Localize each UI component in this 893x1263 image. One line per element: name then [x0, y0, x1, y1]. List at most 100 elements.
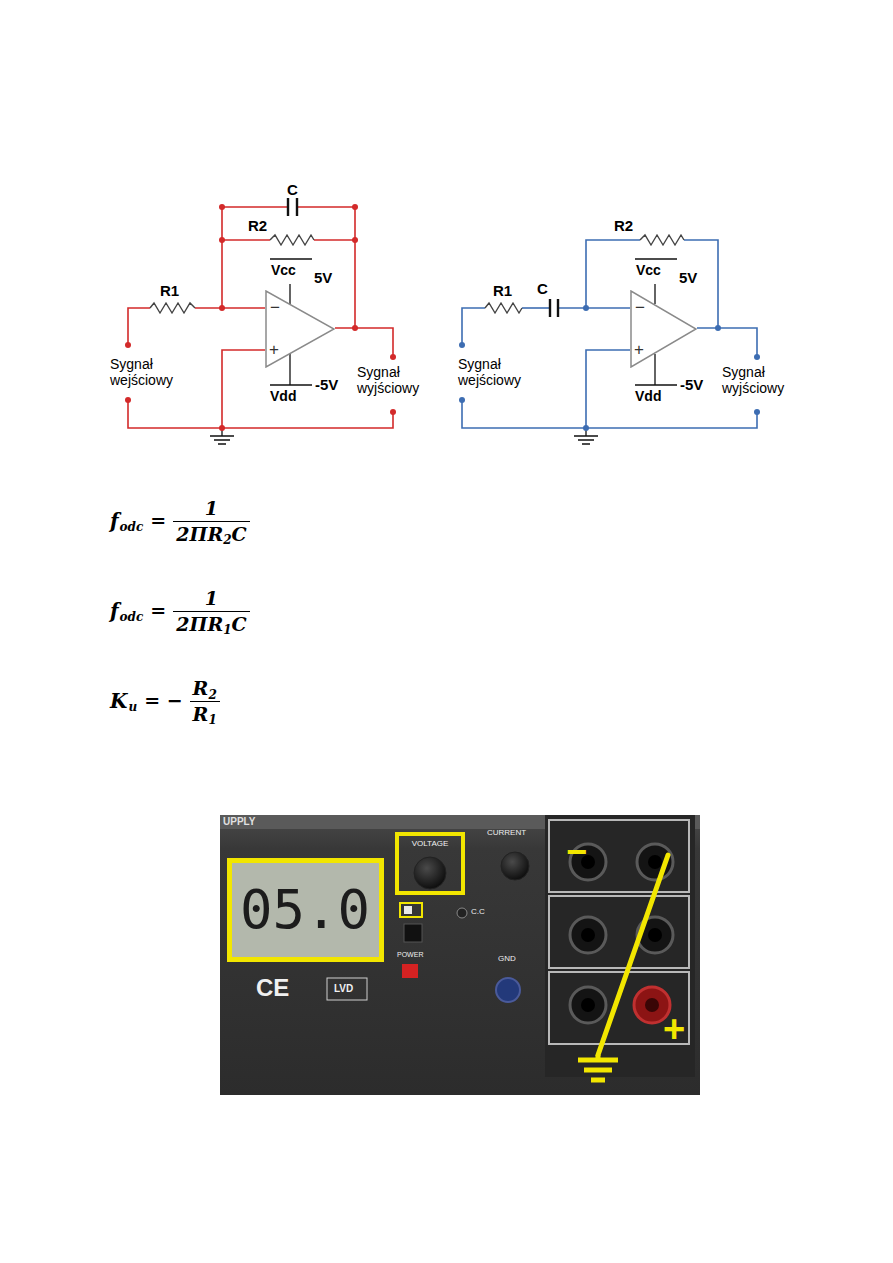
wire-group	[128, 207, 393, 428]
formula-term: 2ΠR	[176, 615, 223, 634]
capacitor-symbol	[288, 198, 297, 216]
polarity-mark: −	[566, 834, 587, 870]
wire	[462, 308, 485, 345]
logo-frame	[327, 978, 367, 1000]
component-name: R1	[160, 283, 179, 298]
supply-bar	[635, 258, 677, 259]
annotation-line	[598, 855, 668, 1055]
opamp-symbol: −+	[630, 290, 697, 368]
supply-voltage: 5V	[679, 270, 697, 285]
input-sign: −	[635, 299, 645, 316]
formula-term: R	[193, 705, 209, 724]
formula-symbol: f	[110, 601, 119, 621]
supply-name: Vdd	[270, 389, 296, 403]
terminal-dot	[125, 397, 131, 403]
supply-bar	[270, 258, 312, 259]
junction-dot	[583, 305, 589, 311]
supply-voltage: 5V	[314, 270, 332, 285]
selector-button	[404, 924, 422, 942]
formula-subscript: 1	[208, 714, 216, 726]
component-name: R2	[614, 218, 633, 233]
opamp-triangle	[266, 291, 334, 367]
junction-dot	[219, 204, 225, 210]
power-supply-photo	[220, 815, 700, 1095]
terminal-dot	[390, 409, 396, 415]
formula-subscript: u	[128, 701, 137, 713]
supply-wire	[654, 284, 655, 304]
selector-mark	[404, 906, 412, 914]
current-knob	[501, 852, 529, 880]
terminal-dot	[459, 342, 465, 348]
formula-subscript: 2	[223, 534, 231, 546]
fraction-bar	[173, 521, 249, 522]
terminal-hole	[581, 998, 595, 1012]
gnd-terminal	[496, 978, 520, 1002]
supply-name: Vdd	[635, 389, 661, 403]
ground-symbol	[578, 1055, 618, 1080]
capacitor-plate	[557, 299, 559, 317]
wire	[195, 307, 265, 309]
terminal-hole	[645, 998, 659, 1012]
opamp-symbol: −+	[265, 290, 335, 368]
component-name: R1	[493, 283, 512, 298]
supply-lines	[210, 259, 312, 444]
junction-dot	[715, 325, 721, 331]
panel-label: POWER	[397, 951, 423, 958]
supply-name: Vcc	[636, 263, 661, 277]
wire	[128, 400, 393, 428]
wire	[558, 307, 630, 309]
wire	[222, 207, 288, 308]
wire	[586, 350, 630, 428]
wire	[314, 239, 355, 241]
terminal-dot	[459, 397, 465, 403]
junction-dot	[219, 425, 225, 431]
formula-symbol: f	[110, 511, 119, 531]
input-sign: −	[270, 299, 280, 316]
resistor-symbol	[640, 235, 684, 245]
supply-voltage: -5V	[680, 377, 703, 392]
supply-bar	[270, 384, 312, 385]
selector-highlight	[400, 903, 422, 917]
terminal	[570, 987, 606, 1023]
junction-dots	[459, 305, 760, 431]
formula-term: 1	[205, 589, 218, 608]
terminal-dot	[754, 409, 760, 415]
supply-name: Vcc	[271, 263, 296, 277]
supply-wire	[289, 284, 290, 304]
terminal-panel	[545, 815, 695, 1077]
junction-dot	[352, 325, 358, 331]
formula-operator: =	[150, 601, 166, 620]
certification-mark: LVD	[334, 984, 353, 994]
supply-bar	[635, 384, 677, 385]
supply-lines	[574, 259, 677, 444]
terminal-dot	[754, 354, 760, 360]
junction-dot	[219, 237, 225, 243]
signal-name: Sygnał wejściowy	[458, 356, 544, 388]
formula-operator: = −	[144, 691, 182, 710]
terminal-frame	[549, 896, 689, 968]
input-sign: +	[269, 341, 279, 358]
fraction-bar	[173, 611, 249, 612]
wire-group	[462, 240, 757, 428]
voltage-control-box: VOLTAGE	[395, 832, 465, 895]
signal-name: Sygnał wejściowy	[110, 356, 196, 388]
capacitor-plate	[549, 299, 551, 317]
terminal-dot	[390, 354, 396, 360]
junction-dot	[219, 305, 225, 311]
formula-term: 1	[205, 499, 218, 518]
wire	[335, 328, 393, 357]
formula-operator: =	[150, 511, 166, 530]
resistor-symbol	[485, 235, 684, 313]
panel-label: GND	[498, 955, 516, 963]
cc-led	[457, 908, 467, 918]
supply-voltage: -5V	[315, 377, 338, 392]
certification-mark: CE	[256, 976, 289, 1000]
resistor-symbol	[270, 235, 314, 245]
polarity-mark: +	[663, 1010, 685, 1048]
panel-label: UPPLY	[223, 817, 255, 827]
component-name: C	[287, 182, 298, 197]
wire	[462, 400, 757, 428]
